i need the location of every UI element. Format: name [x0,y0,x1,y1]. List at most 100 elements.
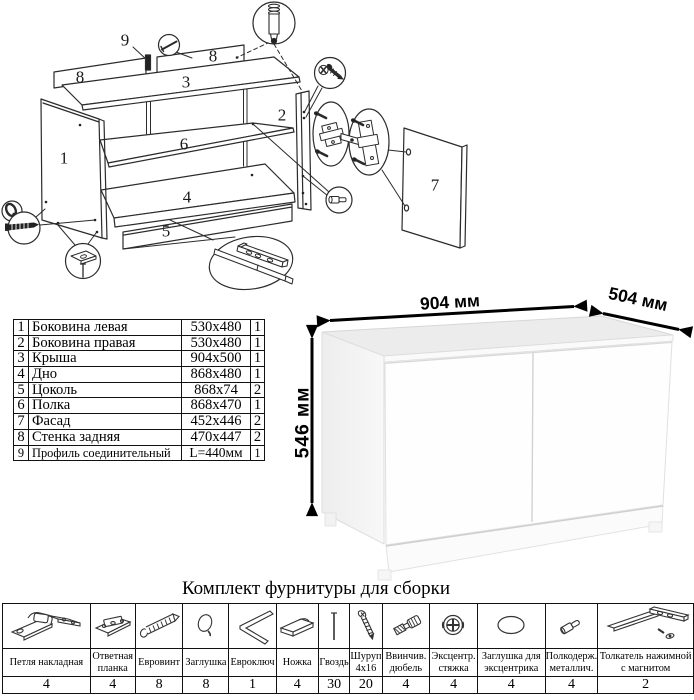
hardware-qty: 2 [597,676,694,694]
nail-icon [317,603,351,649]
bottom-panel [100,163,296,228]
part-number: 9 [13,444,29,462]
callout-push-latch [208,235,294,291]
hardware-qty: 20 [349,676,383,694]
cam-lock-icon [429,603,478,649]
part-number: 3 [13,350,29,368]
leader-lines [35,41,407,250]
hardware-names-row: Петля накладная Ответная планка Евровинт… [2,648,694,677]
part-size: L=440мм [181,444,251,462]
hardware-name: Эксцентр. стяжка [429,648,478,677]
table-row: 8 Стенка задняя 470x447 2 [13,428,265,446]
door-panel [401,127,468,249]
cap-icon [182,603,230,649]
hardware-name: Полкодерж. металлич. [544,648,599,677]
hardware-qty: 30 [317,676,351,694]
part-qty: 1 [250,319,265,336]
part-size: 868x74 [181,381,251,399]
hardware-quantities-row: 4 4 8 8 1 4 30 20 4 4 4 4 2 [2,676,694,694]
hex-key-icon [228,603,277,649]
side-panel-right [295,90,312,211]
part-size: 470x447 [181,428,251,446]
part-label-3: 3 [181,72,191,92]
hardware-kit-table: Петля накладная Ответная планка Евровинт… [2,603,694,694]
part-number: 4 [13,366,29,383]
part-label-8-left: 8 [75,67,85,87]
part-number: 6 [13,397,29,415]
part-label-8-right: 8 [208,46,218,66]
part-size: 452x446 [181,413,251,430]
cabinet-body [321,315,674,581]
table-row: 7 Фасад 452x446 2 [13,413,265,430]
part-label-7: 7 [430,175,440,195]
callout-euro-screw [313,56,347,90]
depth-arrow [588,304,694,339]
shelf-pin-icon [544,603,599,649]
part-name: Боковина правая [28,334,182,352]
hardware-name: Шуруп 4х16 [349,648,383,677]
push-latch-icon [597,603,694,649]
width-dimension-label: 904 мм [419,290,481,314]
part-number: 8 [13,428,29,446]
table-row: 5 Цоколь 868x74 2 [13,381,265,399]
callout-screw-dowel [252,1,296,45]
cabinet-foot-right [648,521,663,533]
hardware-name: Заглушка для эксцентрика [476,648,546,677]
table-row: 9 Профиль соединительный L=440мм 1 [13,444,265,462]
table-row: 3 Крыша 904x500 1 [13,350,265,368]
connecting-profile [144,54,152,71]
hardware-qty: 4 [275,676,319,694]
hardware-kit-title: Комплект фурнитуры для сборки [181,578,451,599]
part-name: Фасад [28,413,182,430]
hardware-name: Толкатель нажимной с магнитом [597,648,694,677]
table-row: 1 Боковина левая 530x480 1 [13,319,265,336]
hardware-name: Ввинчив. дюбель [381,648,431,677]
hardware-qty: 4 [89,676,136,694]
callout-euro-screw-side [5,211,41,245]
hardware-qty: 4 [476,676,546,694]
part-label-6: 6 [179,134,189,154]
table-row: 2 Боковина правая 530x480 1 [13,334,265,352]
part-qty: 2 [250,413,265,430]
callout-nail [157,33,181,57]
hardware-qty: 1 [228,676,277,694]
cabinet-foot-back-left [324,512,337,527]
callout-shelf-pin [325,186,353,214]
cabinet-side-face [321,331,385,545]
part-label-2: 2 [277,105,287,125]
part-size: 530x480 [181,334,251,352]
side-panel-left [40,98,108,240]
part-qty: 2 [250,381,265,399]
part-size: 868x480 [181,366,251,383]
part-name: Цоколь [28,381,182,399]
part-size: 868x470 [181,397,251,415]
part-label-1: 1 [59,148,69,168]
part-qty: 1 [250,350,265,368]
hardware-qty: 4 [544,676,599,694]
hardware-name: Ножка [275,648,319,677]
part-name: Крыша [28,350,182,368]
dimension-arrows [305,299,694,517]
part-number: 2 [13,334,29,352]
cam-cap-icon [476,603,546,649]
part-size: 530x480 [181,319,251,336]
plinth-panel [122,203,293,250]
hardware-qty: 4 [2,676,91,694]
part-qty: 1 [250,366,265,383]
strike-plate-icon [89,603,136,649]
hardware-qty: 4 [381,676,431,694]
hardware-name: Петля накладная [2,648,91,677]
interior-edges [146,86,248,167]
part-qty: 1 [250,334,265,352]
part-qty: 1 [250,444,265,462]
table-row: 6 Полка 868x470 1 [13,397,265,415]
height-dimension-label: 546 мм [291,386,314,459]
foot-icon [275,603,319,649]
part-label-9: 9 [120,30,130,50]
part-name: Боковина левая [28,319,182,336]
hardware-qty: 8 [182,676,230,694]
part-name: Профиль соединительный [28,444,182,462]
part-qty: 1 [250,397,265,415]
